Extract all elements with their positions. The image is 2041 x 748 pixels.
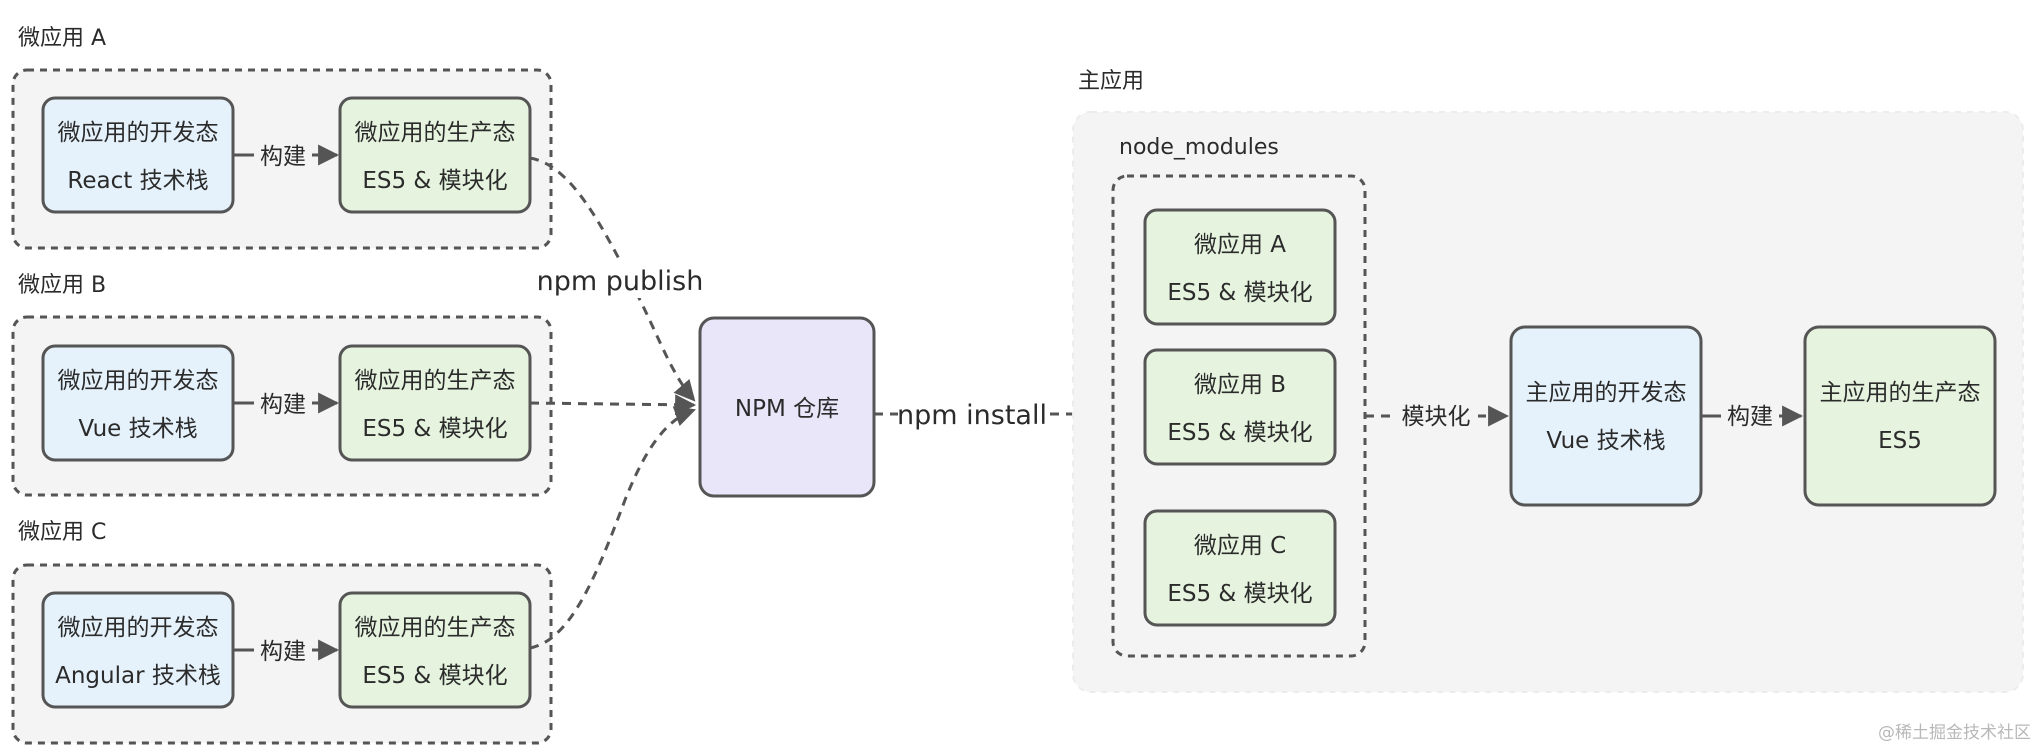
micro-app-a-prod-line2: ES5 & 模块化 xyxy=(362,168,507,194)
publish-arrow-c xyxy=(529,406,696,650)
modularize-label: 模块化 xyxy=(1402,404,1471,430)
npm-repo-box[interactable] xyxy=(698,316,876,498)
micro-app-a-dev-box[interactable] xyxy=(41,96,235,214)
micro-app-a-build-label: 构建 xyxy=(260,144,306,170)
main-app-prod-line2: ES5 xyxy=(1878,428,1922,454)
node-modules-label: node_modules xyxy=(1119,135,1279,160)
micro-app-c-build-label-bg xyxy=(254,635,312,667)
micro-app-b-prod-line2: ES5 & 模块化 xyxy=(362,416,507,442)
micro-app-b-prod-line1: 微应用的生产态 xyxy=(355,368,516,394)
npm-repo-label: NPM 仓库 xyxy=(735,396,839,422)
micro-app-b-group: 微应用 B 微应用的开发态 Vue 技术栈 构建 微应用的生产态 ES5 & 模… xyxy=(11,273,553,497)
micro-app-b-dev-box[interactable] xyxy=(41,344,235,462)
micro-app-a-dev-line2: React 技术栈 xyxy=(67,168,208,194)
micro-app-c-prod-line2: ES5 & 模块化 xyxy=(362,663,507,689)
micro-app-a-prod-box[interactable] xyxy=(338,96,532,214)
micro-app-c-dev-line2: Angular 技术栈 xyxy=(55,663,221,689)
micro-app-b-title: 微应用 B xyxy=(18,273,106,298)
micro-app-c-dev-line1: 微应用的开发态 xyxy=(58,615,219,641)
npm-install-label-bg xyxy=(898,396,1046,432)
npm-install-label: npm install xyxy=(897,400,1047,431)
micro-app-a-title: 微应用 A xyxy=(18,26,106,51)
main-app-prod-box[interactable] xyxy=(1803,325,1997,507)
micro-app-b-dev-line2: Vue 技术栈 xyxy=(78,416,197,442)
module-box-c[interactable] xyxy=(1143,509,1337,627)
module-a-line2: ES5 & 模块化 xyxy=(1167,280,1312,306)
micro-app-c-build-label: 构建 xyxy=(260,639,306,665)
module-box-b[interactable] xyxy=(1143,348,1337,466)
micro-app-b-prod-box[interactable] xyxy=(338,344,532,462)
micro-app-a-prod-line1: 微应用的生产态 xyxy=(355,120,516,146)
modularize-label-bg xyxy=(1394,400,1478,432)
main-app-build-label: 构建 xyxy=(1727,404,1773,430)
micro-app-a-group: 微应用 A 微应用的开发态 React 技术栈 构建 微应用的生产态 ES5 &… xyxy=(11,26,553,250)
micro-app-a-dev-line1: 微应用的开发态 xyxy=(58,120,219,146)
module-c-line1: 微应用 C xyxy=(1194,533,1286,559)
micro-app-c-prod-line1: 微应用的生产态 xyxy=(355,615,516,641)
main-app-dev-box[interactable] xyxy=(1509,325,1703,507)
micro-app-b-build-label-bg xyxy=(254,388,312,420)
micro-app-c-title: 微应用 C xyxy=(18,520,106,545)
npm-publish-label-bg xyxy=(538,262,702,298)
micro-app-b-build-label: 构建 xyxy=(260,392,306,418)
micro-app-b-dev-line1: 微应用的开发态 xyxy=(58,368,219,394)
main-app-dev-line2: Vue 技术栈 xyxy=(1546,428,1665,454)
main-app-dev-line1: 主应用的开发态 xyxy=(1526,380,1687,406)
module-a-line1: 微应用 A xyxy=(1194,232,1286,258)
main-app-build-label-bg xyxy=(1721,400,1779,432)
main-app-title: 主应用 xyxy=(1078,69,1144,94)
module-b-line2: ES5 & 模块化 xyxy=(1167,420,1312,446)
npm-publish-label: npm publish xyxy=(537,266,704,297)
module-box-a[interactable] xyxy=(1143,208,1337,326)
module-b-line1: 微应用 B xyxy=(1194,372,1286,398)
module-c-line2: ES5 & 模块化 xyxy=(1167,581,1312,607)
publish-arrow-b xyxy=(529,394,697,416)
micro-app-c-prod-box[interactable] xyxy=(338,591,532,709)
micro-app-a-build-label-bg xyxy=(254,140,312,172)
main-app-prod-line1: 主应用的生产态 xyxy=(1820,380,1981,406)
micro-app-c-dev-box[interactable] xyxy=(41,591,235,709)
publish-arrow-a xyxy=(529,156,696,402)
micro-app-c-group: 微应用 C 微应用的开发态 Angular 技术栈 构建 微应用的生产态 ES5… xyxy=(11,520,553,745)
watermark-text: @稀土掘金技术社区 xyxy=(1878,723,2031,743)
